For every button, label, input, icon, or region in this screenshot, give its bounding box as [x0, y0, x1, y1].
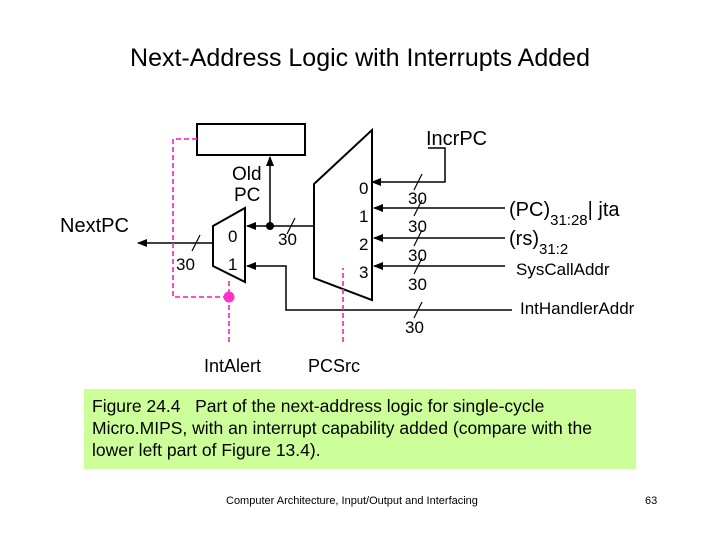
tick-in3	[413, 257, 423, 275]
small-mux-input-1: 1	[228, 255, 237, 274]
tick-in1	[413, 199, 423, 217]
label-rs: (rs)31:2	[509, 228, 568, 258]
big-mux-input-1: 1	[359, 207, 368, 226]
big-mux-input-2: 2	[359, 235, 368, 254]
junction-dot	[266, 222, 274, 230]
label-int-alert: IntAlert	[204, 356, 261, 376]
page-number: 63	[645, 495, 658, 507]
small-mux-input-0: 0	[228, 227, 237, 246]
figure-caption: Figure 24.4 Part of the next-address log…	[84, 389, 636, 469]
width-label-next-pc: 30	[176, 255, 195, 274]
tick-big-out	[286, 217, 296, 235]
tick-in2	[413, 229, 423, 247]
width-label-in3: 30	[408, 275, 427, 294]
big-mux	[313, 127, 373, 302]
label-old-pc-line2: PC	[234, 185, 260, 206]
label-pc-src: PCSrc	[308, 356, 360, 376]
label-int-handler-addr: IntHandlerAddr	[520, 299, 635, 318]
int-alert-dot	[223, 291, 235, 303]
tick-int-handler	[413, 301, 423, 319]
width-label-in0: 30	[408, 189, 427, 208]
small-mux	[212, 206, 246, 284]
label-syscall-addr: SysCallAddr	[516, 260, 610, 279]
big-mux-input-3: 3	[359, 263, 368, 282]
tick-next-pc	[191, 234, 201, 252]
label-old-pc-line1: Old	[232, 164, 262, 185]
register-enable-dashed-line	[172, 138, 229, 298]
width-label-int-handler: 30	[405, 318, 424, 337]
width-label-in1: 30	[408, 217, 427, 236]
big-mux-input-0: 0	[359, 179, 368, 198]
pc-register	[196, 123, 306, 156]
width-label-in2: 30	[408, 246, 427, 265]
slide-title: Next-Address Logic with Interrupts Added	[130, 44, 590, 72]
next-address-diagram: 0 1 2 3 0 1 30 30 30 30 30 30 30 IncrPC …	[60, 123, 635, 376]
width-label-big-out: 30	[278, 230, 297, 249]
label-next-pc: NextPC	[60, 215, 129, 237]
footer: Computer Architecture, Input/Output and …	[226, 495, 478, 507]
label-incr-pc: IncrPC	[426, 128, 487, 150]
incr-pc-wire	[371, 147, 446, 186]
int-handler-wire	[246, 262, 512, 311]
label-pc: (PC)31:28| jta	[509, 199, 620, 229]
tick-in0	[413, 173, 423, 191]
